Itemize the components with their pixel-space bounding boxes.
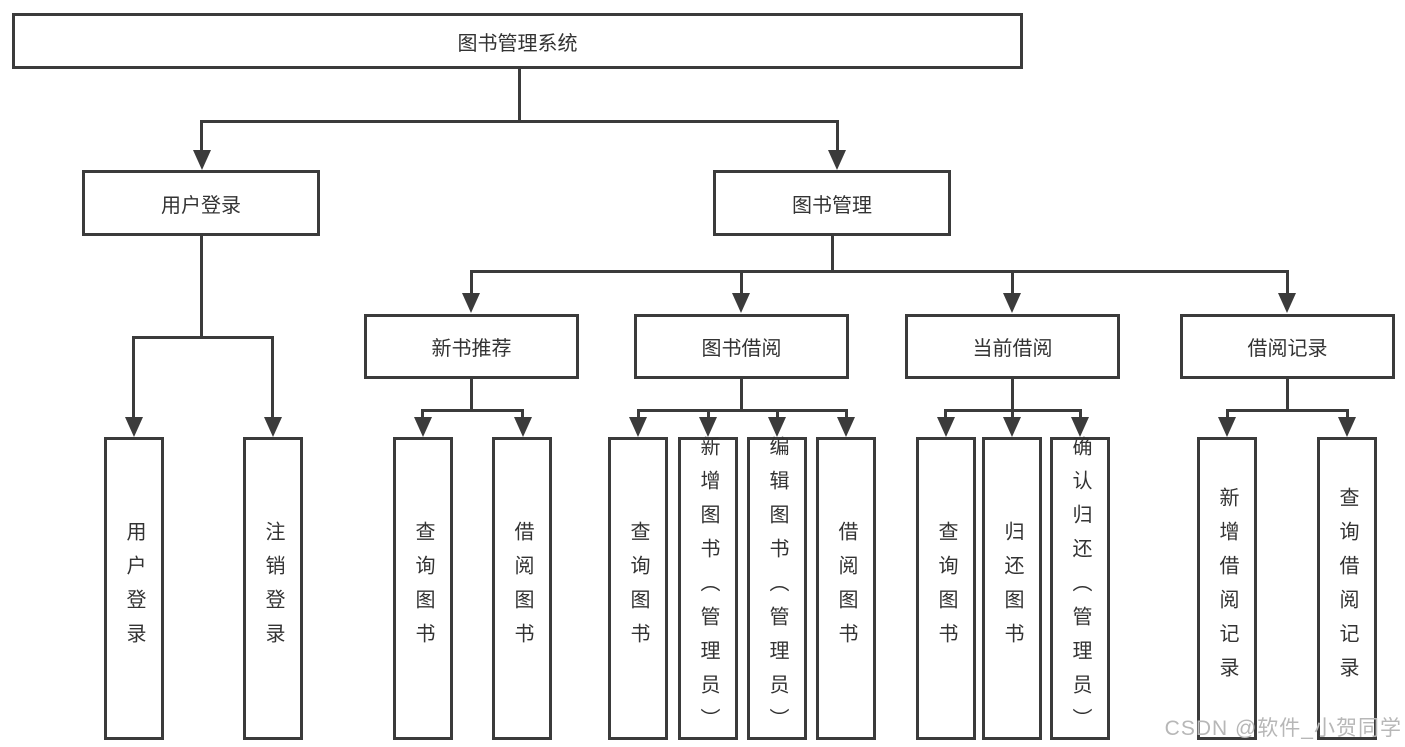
leaf-user-login: 用户登录 [104, 437, 164, 740]
node-current-borrow-label: 当前借阅 [972, 338, 1053, 360]
leaf-edit-book-admin-label: 编辑图书（管理员） [766, 435, 788, 742]
node-book-borrow: 图书借阅 [634, 314, 849, 379]
leaf-add-book-admin: 新增图书（管理员） [678, 435, 738, 742]
leaf-borrow-query-book: 查询图书 [608, 437, 668, 740]
connector-line [132, 336, 274, 339]
leaf-add-borrow-record-label: 新增借阅记录 [1216, 486, 1238, 691]
connector-line [1011, 377, 1014, 409]
leaf-query-borrow-record: 查询借阅记录 [1317, 437, 1377, 740]
connector-line [200, 236, 203, 336]
leaf-recommend-query-book: 查询图书 [393, 437, 453, 740]
arrowhead [629, 417, 647, 437]
connector-line [200, 120, 839, 123]
arrowhead [462, 293, 480, 313]
leaf-current-query-book: 查询图书 [916, 437, 976, 740]
leaf-confirm-return-admin-label: 确认归还（管理员） [1069, 435, 1091, 742]
node-new-book-recommend: 新书推荐 [364, 314, 579, 379]
connector-line [637, 409, 848, 412]
arrowhead [414, 417, 432, 437]
leaf-query-borrow-record-label: 查询借阅记录 [1336, 486, 1358, 691]
arrowhead [699, 417, 717, 437]
connector-line [1346, 409, 1349, 419]
arrowhead [1071, 417, 1089, 437]
arrowhead [1218, 417, 1236, 437]
leaf-recommend-query-book-label: 查询图书 [412, 520, 434, 657]
arrowhead [514, 417, 532, 437]
connector-line [200, 120, 203, 152]
connector-line [470, 270, 1288, 273]
connector-line [1011, 270, 1014, 295]
connector-line [470, 377, 473, 409]
connector-line [836, 120, 839, 152]
connector-line [421, 409, 524, 412]
arrowhead [193, 150, 211, 170]
connector-line [740, 377, 743, 409]
connector-line [518, 69, 521, 120]
connector-line [271, 336, 274, 419]
connector-line [831, 236, 834, 270]
connector-line [707, 409, 710, 419]
arrowhead [125, 417, 143, 437]
node-user-login-label: 用户登录 [161, 194, 241, 217]
connector-line [776, 409, 779, 419]
connector-line [1286, 377, 1289, 409]
node-borrow-records-label: 借阅记录 [1247, 338, 1328, 360]
connector-line [1011, 409, 1014, 419]
leaf-recommend-borrow-book-label: 借阅图书 [511, 520, 533, 657]
leaf-return-book: 归还图书 [982, 437, 1042, 740]
watermark: CSDN @软件_小贺同学 [1164, 717, 1402, 740]
leaf-logout: 注销登录 [243, 437, 303, 740]
node-root-label: 图书管理系统 [457, 32, 578, 55]
arrowhead [1338, 417, 1356, 437]
leaf-borrow-query-book-label: 查询图书 [627, 520, 649, 657]
connector-line [1226, 409, 1349, 412]
connector-line [470, 270, 473, 295]
node-book-borrow-label: 图书借阅 [701, 338, 782, 360]
leaf-borrow-book: 借阅图书 [816, 437, 876, 740]
arrowhead [264, 417, 282, 437]
connector-line [521, 409, 524, 419]
leaf-current-query-book-label: 查询图书 [935, 520, 957, 657]
leaf-logout-label: 注销登录 [262, 520, 284, 657]
connector-line [421, 409, 424, 419]
arrowhead [1003, 417, 1021, 437]
connector-line [740, 270, 743, 295]
arrowhead [732, 293, 750, 313]
arrowhead [828, 150, 846, 170]
connector-line [845, 409, 848, 419]
node-book-management-label: 图书管理 [792, 194, 872, 217]
arrowhead [768, 417, 786, 437]
connector-line [132, 336, 135, 419]
leaf-return-book-label: 归还图书 [1001, 520, 1023, 657]
connector-line [944, 409, 947, 419]
leaf-user-login-label: 用户登录 [123, 520, 145, 657]
arrowhead [1003, 293, 1021, 313]
leaf-borrow-book-label: 借阅图书 [835, 520, 857, 657]
leaf-recommend-borrow-book: 借阅图书 [492, 437, 552, 740]
node-borrow-records: 借阅记录 [1180, 314, 1395, 379]
node-new-book-recommend-label: 新书推荐 [431, 338, 512, 360]
leaf-edit-book-admin: 编辑图书（管理员） [747, 435, 807, 742]
leaf-add-borrow-record: 新增借阅记录 [1197, 437, 1257, 740]
arrowhead [937, 417, 955, 437]
node-user-login: 用户登录 [82, 170, 320, 236]
leaf-confirm-return-admin: 确认归还（管理员） [1050, 435, 1110, 742]
connector-line [1079, 409, 1082, 419]
node-root: 图书管理系统 [12, 13, 1023, 69]
node-current-borrow: 当前借阅 [905, 314, 1120, 379]
connector-line [1226, 409, 1229, 419]
node-book-management: 图书管理 [713, 170, 951, 236]
leaf-add-book-admin-label: 新增图书（管理员） [697, 435, 719, 742]
arrowhead [1278, 293, 1296, 313]
arrowhead [837, 417, 855, 437]
connector-line [1286, 270, 1289, 295]
connector-line [637, 409, 640, 419]
